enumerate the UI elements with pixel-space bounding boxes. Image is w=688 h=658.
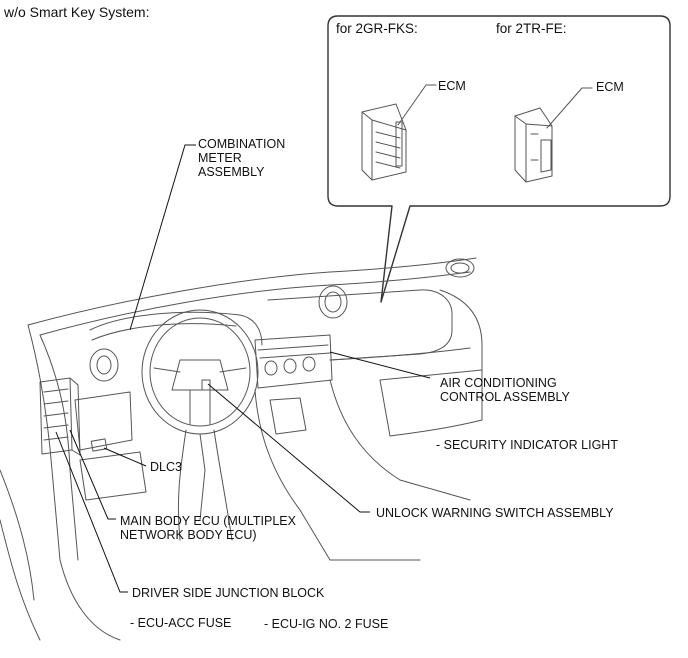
inset-callout-frame (327, 15, 671, 303)
unlock-warning-label: UNLOCK WARNING SWITCH ASSEMBLY (376, 506, 614, 520)
air-conditioning-label: AIR CONDITIONING CONTROL ASSEMBLY (440, 376, 570, 404)
main-body-ecu-label: MAIN BODY ECU (MULTIPLEX NETWORK BODY EC… (120, 514, 296, 542)
page-title: w/o Smart Key System: (4, 4, 150, 20)
inset-heading-2tr: for 2TR-FE: (496, 21, 567, 36)
junction-block-label: DRIVER SIDE JUNCTION BLOCK (132, 586, 325, 600)
ecm-2tr-leader (546, 87, 593, 129)
security-indicator-label: - SECURITY INDICATOR LIGHT (436, 438, 618, 452)
air-conditioning-leader (329, 351, 431, 379)
ecm-2tr-label: ECM (596, 80, 624, 94)
junction-block-leader (55, 431, 128, 593)
fuse-ig-label: - ECU-IG NO. 2 FUSE (264, 617, 389, 631)
ecm-2tr-icon (514, 107, 553, 183)
unlock-warning-leader (207, 383, 370, 513)
inset-heading-2gr: for 2GR-FKS: (336, 21, 418, 36)
ecm-2gr-label: ECM (438, 79, 466, 93)
ecm-2gr-leader (397, 84, 437, 126)
combination-meter-label: COMBINATION METER ASSEMBLY (198, 137, 286, 179)
dlc3-leader (103, 447, 147, 467)
ecm-2gr-icon (361, 103, 407, 181)
combination-meter-leader (129, 144, 196, 331)
main-body-ecu-leader (69, 429, 116, 520)
dlc3-label: DLC3 (150, 460, 182, 474)
fuse-acc-label: - ECU-ACC FUSE (130, 616, 232, 630)
